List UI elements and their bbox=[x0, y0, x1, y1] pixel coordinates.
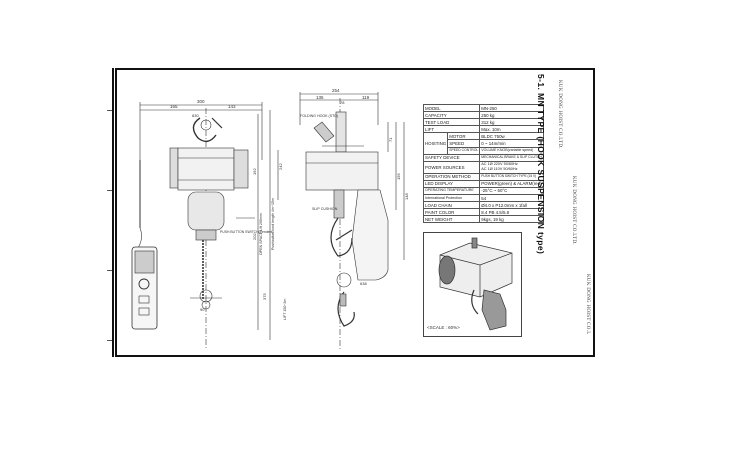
spec-row: MODEL MN-250 bbox=[422, 103, 544, 113]
spec-label: NET WEIGHT bbox=[422, 215, 481, 224]
spec-row: SPEED 0 ~ 14m/min bbox=[424, 139, 544, 148]
dim-label: 119 bbox=[362, 95, 370, 100]
spec-value: 8.4 PB 4.5/5.8 bbox=[479, 208, 544, 217]
spec-value: Max. 10m bbox=[479, 125, 544, 134]
spec-label: TEST LOAD bbox=[422, 118, 481, 127]
spec-row: TEST LOAD 312 kg bbox=[422, 118, 544, 127]
spec-label: SAFETY DEVICE bbox=[422, 153, 481, 162]
spec-row: CAPACITY 250 kg bbox=[422, 111, 544, 120]
spec-row: SAFETY DEVICE MECHANICAL BRAKE & SLIP CL… bbox=[422, 153, 544, 162]
spec-row: SPEED CONTROL VOLUME KNOB(variable speed… bbox=[424, 146, 544, 155]
spec-label: MODEL bbox=[422, 103, 481, 113]
specification-table: MODEL MN-250 CAPACITY 250 kg TEST LOAD 3… bbox=[422, 103, 544, 224]
spec-row: LOAD CHAIN Ø4.0 x P12.0mm x 1fall bbox=[422, 201, 544, 210]
spec-value-line: AC 1Ø 220V 50/60Hz bbox=[481, 162, 518, 167]
dim-label: 242 bbox=[278, 163, 283, 170]
spec-row: POWER SOURCES AC 1Ø 220V 50/60Hz AC 1Ø 1… bbox=[422, 160, 544, 174]
spec-row: LED DISPLAY POWER(green) & ALARM(red) bbox=[422, 179, 544, 188]
spec-label: PAINT COLOR bbox=[422, 208, 481, 217]
spec-value: 9kgs, 19 kg bbox=[479, 215, 544, 224]
spec-row: PAINT COLOR 8.4 PB 4.5/5.8 bbox=[422, 208, 544, 217]
spec-label: CAPACITY bbox=[422, 111, 481, 120]
spec-row: OPERATING TEMPERATURE -25°C ~ 50°C bbox=[422, 186, 544, 196]
spec-value-line: AC 1Ø 110V 50/60Hz bbox=[481, 167, 518, 172]
dim-label: 300 bbox=[197, 99, 205, 104]
margin-tick bbox=[107, 110, 112, 111]
isometric-view-box bbox=[423, 232, 522, 337]
company-side-label: KUK DONG HOIST CO.L bbox=[585, 274, 590, 335]
company-side-label: KUK DONG HOIST CO.LTD. bbox=[571, 176, 576, 245]
callout-label: PUSH BUTTON SWITCH(Pendent) bbox=[220, 230, 273, 234]
sheet-title: 5-1. MN TYPE (HOOK SUSPENSION type) bbox=[536, 74, 546, 255]
spec-row: NET WEIGHT 9kgs, 19 kg bbox=[422, 215, 544, 224]
dim-label: 195 bbox=[396, 173, 401, 180]
spec-value: 0 ~ 14m/min bbox=[479, 139, 544, 148]
spec-value: AC 1Ø 220V 50/60Hz AC 1Ø 110V 50/60Hz bbox=[479, 160, 544, 174]
spec-value: BLDC 750w bbox=[479, 132, 544, 141]
spec-label: OPERATION METHOD bbox=[422, 172, 481, 181]
spec-label: International Protection bbox=[422, 194, 481, 203]
dim-label: 254 bbox=[332, 88, 340, 93]
spec-row: HOISTING MOTOR BLDC 750w bbox=[422, 132, 544, 155]
spec-label: OPERATING TEMPERATURE bbox=[422, 186, 481, 196]
dim-label: 148 bbox=[404, 193, 409, 200]
vertical-dim-label: Pushbutton cord length 4m~15m bbox=[271, 198, 275, 250]
dim-label: 135 bbox=[316, 95, 324, 100]
margin-tick bbox=[107, 340, 112, 341]
spec-row: International Protection 54 bbox=[422, 194, 544, 203]
spec-value: MECHANICAL BRAKE & SLIP CLUTCH bbox=[479, 153, 544, 162]
spec-value: 312 kg bbox=[479, 118, 544, 127]
spec-value: VOLUME KNOB(variable speed) bbox=[479, 146, 544, 155]
margin-tick bbox=[107, 190, 112, 191]
spec-row: OPERATION METHOD PUSH BUTTON SWITCH TYPE… bbox=[422, 172, 544, 181]
dim-label: 202 bbox=[252, 233, 257, 240]
spec-value: POWER(green) & ALARM(red) bbox=[479, 179, 544, 188]
spec-value: 250 kg bbox=[479, 111, 544, 120]
spec-value: PUSH BUTTON SWITCH TYPE (24 V) bbox=[479, 172, 544, 181]
spec-value: Ø4.0 x P12.0mm x 1fall bbox=[479, 201, 544, 210]
sheet-spine bbox=[112, 68, 114, 357]
spec-value: MN-250 bbox=[479, 103, 544, 113]
dim-label: 143 bbox=[228, 104, 236, 109]
spec-label: SPEED CONTROL bbox=[447, 146, 481, 155]
dim-label: 165 bbox=[170, 104, 178, 109]
spec-value: 54 bbox=[479, 194, 544, 203]
dim-label: 192 bbox=[252, 168, 257, 175]
spec-label: LIFT bbox=[422, 125, 481, 134]
dim-label: 78 bbox=[340, 100, 345, 105]
spec-label: LED DISPLAY bbox=[422, 179, 481, 188]
spec-group-label: HOISTING bbox=[422, 132, 449, 155]
margin-tick bbox=[107, 270, 112, 271]
spec-row: LIFT Max. 10m bbox=[422, 125, 544, 134]
callout-label: FOLDING HOOK (STD) bbox=[300, 114, 338, 118]
scale-label: <SCALE : 60%> bbox=[427, 325, 460, 330]
company-side-label: KUK DONG HOIST CO.LTD. bbox=[557, 80, 562, 149]
spec-label: POWER SOURCES bbox=[422, 160, 481, 174]
dim-label: 71 bbox=[388, 137, 393, 142]
vertical-dim-label: LIFT 150~3m bbox=[283, 299, 287, 320]
spec-label: MOTOR bbox=[447, 132, 481, 141]
spec-label: SPEED bbox=[447, 139, 481, 148]
callout-label: 638 bbox=[360, 281, 367, 286]
callout-label: SLIP CUSHION bbox=[312, 207, 338, 211]
callout-label: 630 bbox=[192, 113, 199, 118]
spec-label: LOAD CHAIN bbox=[422, 201, 481, 210]
vertical-dim-label: OPEN SPACE Lift 200mm bbox=[259, 213, 263, 255]
dim-label: 375 bbox=[262, 293, 267, 300]
spec-value: -25°C ~ 50°C bbox=[479, 186, 544, 196]
dim-label: 90 bbox=[200, 307, 205, 312]
